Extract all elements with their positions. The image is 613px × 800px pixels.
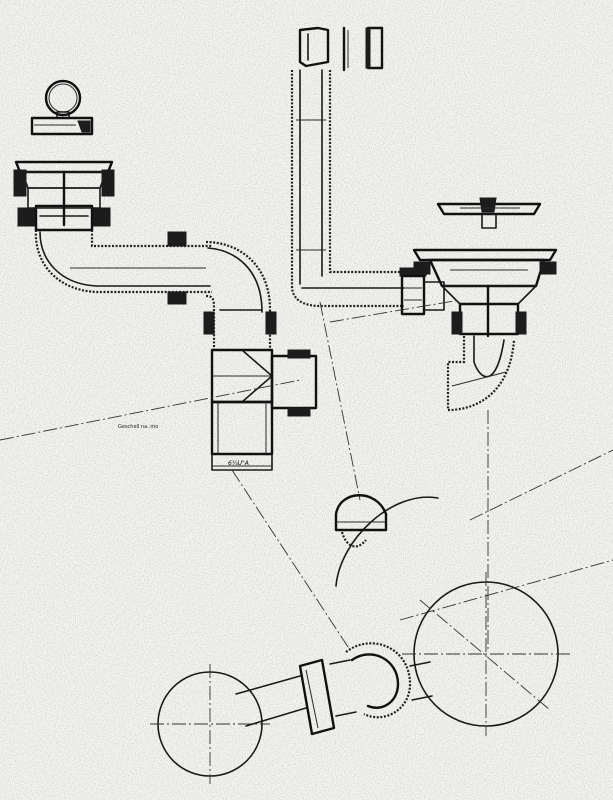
dimension-callout: 6¼U"A [212,460,272,467]
dimension-label: 6¼U"A [228,460,249,467]
plan-connecting-pipe [235,642,433,736]
tee-fitting [210,348,318,471]
drain-plug-detail [30,79,94,136]
left-strainer-assembly [13,160,115,232]
margin-note: Geschell na..mo [118,424,158,430]
projection-lines [0,299,613,651]
plan-overflow-detail [334,494,439,587]
right-tailpiece-elbow [446,335,516,412]
right-strainer-body [412,248,558,338]
right-connector-nut [399,267,445,316]
overflow-tube [290,26,405,308]
overflow-small-parts [342,26,384,72]
left-horizontal-pipe [34,229,212,305]
plan-bowl-right [402,572,570,736]
left-trap-elbow [203,240,277,350]
right-strainer-basket [436,197,542,229]
